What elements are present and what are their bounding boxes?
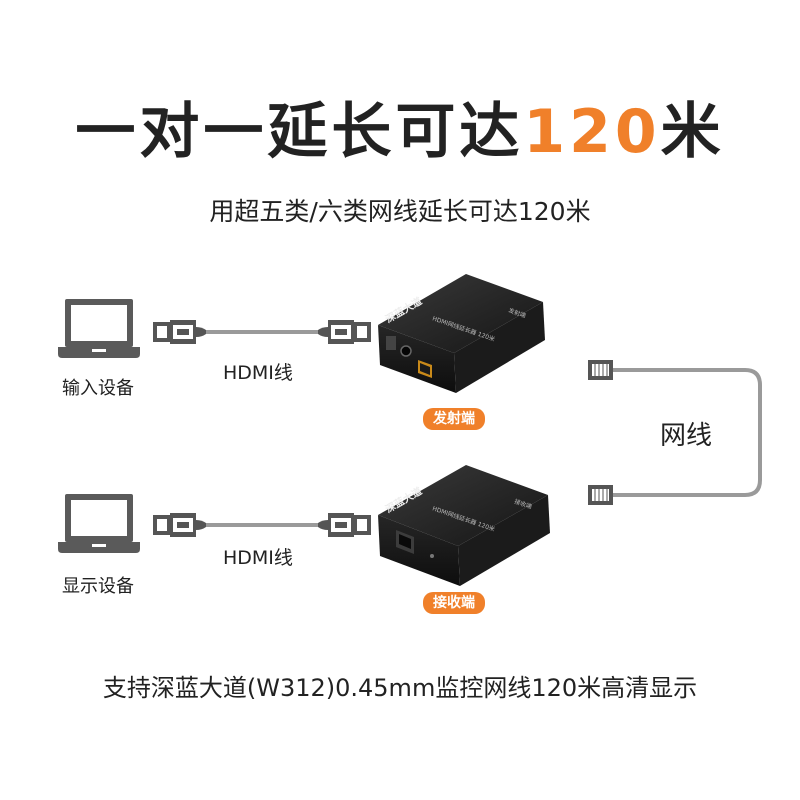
hdmi-cable-bottom — [196, 520, 328, 530]
laptop-icon-input — [58, 299, 140, 358]
hdmi-cable-label-top: HDMI线 — [223, 362, 293, 384]
network-cable — [613, 368, 762, 497]
hdmi-plug-icon — [153, 513, 196, 537]
display-device-label: 显示设备 — [62, 576, 134, 597]
input-device-label: 输入设备 — [62, 378, 134, 399]
laptop-icon-display — [58, 494, 140, 553]
transmitter-unit — [378, 274, 545, 393]
network-cable-label: 网线 — [660, 421, 713, 451]
receiver-unit — [378, 465, 550, 586]
page-subtitle: 用超五类/六类网线延长可达120米 — [209, 197, 591, 226]
title-suffix: 米 — [660, 97, 725, 167]
transmitter-badge: 发射端 — [423, 408, 485, 430]
title-highlight: 120 — [523, 97, 661, 167]
footer-note: 支持深蓝大道(W312)0.45mm监控网线120米高清显示 — [102, 674, 698, 702]
page-title: 一对一延长可达120米 — [0, 92, 800, 172]
hdmi-plug-icon — [328, 320, 371, 344]
hdmi-cable-label-bottom: HDMI线 — [223, 547, 293, 569]
rj45-plug-icon — [588, 485, 613, 505]
rj45-plug-icon — [588, 360, 613, 380]
title-main: 一对一延长可达 — [75, 97, 524, 167]
hdmi-plug-icon — [153, 320, 196, 344]
receiver-badge: 接收端 — [423, 592, 485, 614]
hdmi-cable-top — [196, 327, 328, 337]
hdmi-plug-icon — [328, 513, 371, 537]
